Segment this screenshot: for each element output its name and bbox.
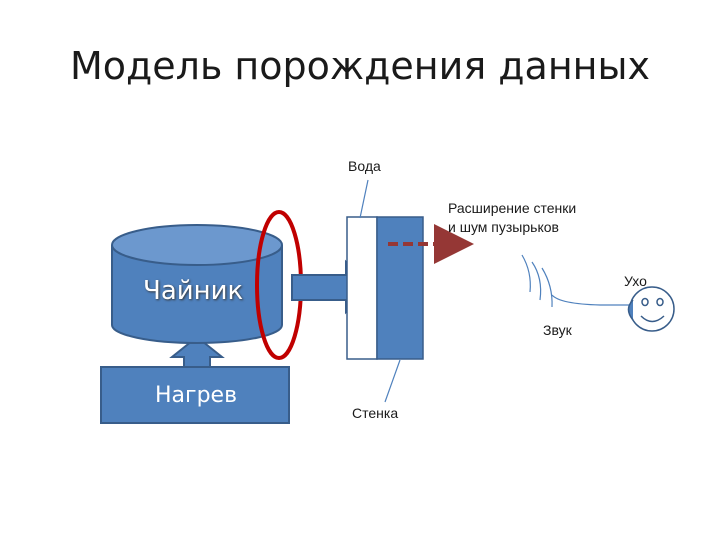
- expansion-label-line1: Расширение стенки: [448, 200, 577, 216]
- sound-waves: [521, 254, 553, 308]
- sound-label: Звук: [543, 322, 572, 338]
- sound-to-ear-line: [551, 294, 630, 306]
- ear-face-icon: [627, 286, 675, 332]
- ear-label: Ухо: [624, 273, 647, 289]
- slide-title: Модель порождения данных: [69, 44, 651, 88]
- water-label: Вода: [348, 158, 381, 174]
- expansion-label-line2: и шум пузырьков: [448, 219, 559, 235]
- heater-box: [100, 366, 290, 424]
- wall-label: Стенка: [352, 405, 399, 421]
- water-callout-line: [359, 179, 369, 219]
- kettle-cylinder: [111, 224, 283, 344]
- wall-callout-line: [384, 359, 401, 403]
- heat-up-arrow: [169, 335, 225, 368]
- heating-label: Нагрев: [155, 383, 238, 408]
- wall-column: [376, 216, 424, 360]
- expansion-label: Расширение стенки и шум пузырьков: [448, 199, 576, 237]
- water-column: [346, 216, 378, 360]
- kettle-label: Чайник: [143, 276, 244, 306]
